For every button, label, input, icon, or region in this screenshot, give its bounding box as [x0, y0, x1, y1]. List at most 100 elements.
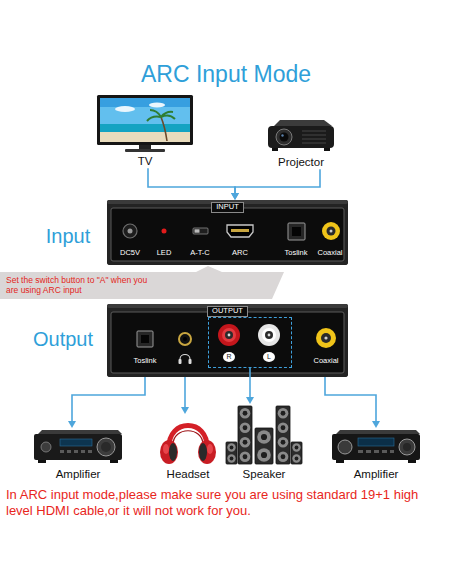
illustration-part — [358, 450, 394, 453]
callout-note: Set the switch button to "A" when you ar… — [0, 266, 286, 300]
illustration-part — [278, 451, 289, 462]
illustration-part — [74, 450, 78, 453]
connector-line — [235, 169, 320, 194]
illustration-part — [101, 442, 111, 452]
illustration-part — [322, 222, 340, 240]
illustration-part — [272, 148, 278, 151]
device-label: TV — [138, 155, 153, 168]
illustration-part — [324, 336, 327, 339]
connector-line — [325, 377, 376, 422]
amp2-illustration — [328, 428, 424, 466]
illustration-part — [60, 450, 92, 453]
illustration-part — [302, 139, 326, 140]
illustration-part — [218, 324, 240, 346]
arrow-head — [68, 421, 76, 428]
port-label: Coaxial — [313, 357, 338, 366]
port-label: Coaxial — [317, 249, 342, 258]
illustration-part — [399, 439, 415, 455]
port-label: A-T-C — [190, 249, 210, 258]
illustration-part — [374, 450, 379, 453]
illustration-part — [60, 450, 64, 453]
illustration-part — [278, 422, 289, 433]
illustration-part — [100, 124, 190, 132]
illustration-part — [161, 117, 167, 141]
connector — [68, 377, 145, 428]
illustration-part — [222, 328, 236, 342]
illustration-part — [97, 95, 193, 145]
diagram-title: ARC Input Mode — [141, 61, 311, 87]
illustration-part — [81, 450, 85, 453]
illustration-part — [408, 460, 416, 463]
connector — [181, 377, 189, 414]
output-panel: OUTPUTRL — [107, 304, 348, 377]
illustration-part — [324, 148, 330, 151]
connector-line — [184, 377, 186, 408]
projector-device: Projector — [262, 118, 340, 169]
illustration-part — [225, 331, 233, 339]
arrow-head — [231, 193, 239, 200]
headset-device: Headset — [158, 414, 218, 481]
illustration-part — [265, 331, 273, 339]
illustration-part — [276, 129, 292, 145]
caption-note: In ARC input mode,please make sure you a… — [6, 487, 448, 520]
illustration-part — [198, 440, 216, 464]
illustration-part — [230, 457, 234, 461]
illustration-part — [281, 425, 286, 430]
device-label: Headset — [167, 468, 210, 481]
illustration-part — [327, 227, 336, 236]
input-panel: INPUT — [107, 200, 348, 265]
device-label: Amplifier — [56, 468, 101, 481]
port-label: DC5V — [120, 249, 140, 258]
illustration-part — [173, 431, 203, 445]
illustration-part — [230, 446, 234, 450]
arrow-head — [372, 421, 380, 428]
illustration-part — [302, 131, 326, 132]
rca-illustration — [209, 318, 290, 366]
illustration-part — [274, 120, 332, 126]
illustration-part — [336, 460, 344, 463]
illustration-part — [332, 434, 420, 460]
arrow-head — [181, 407, 189, 414]
rca-port-group: RL — [208, 317, 292, 368]
illustration-part — [160, 440, 178, 464]
illustration-part — [141, 335, 149, 343]
illustration-part — [278, 437, 289, 448]
amplifier-device: Amplifier — [30, 428, 126, 481]
illustration-part — [240, 408, 251, 419]
side-heading: Input — [46, 225, 90, 248]
illustration-part — [179, 333, 191, 345]
illustration-part — [38, 460, 46, 463]
illustration-part — [0, 266, 284, 299]
illustration-part — [257, 430, 271, 444]
illustration-part — [115, 106, 135, 112]
illustration-part — [189, 359, 192, 364]
illustration-part — [281, 454, 286, 459]
panel-title: INPUT — [211, 202, 244, 213]
illustration-part — [281, 440, 286, 445]
illustration-part — [100, 98, 190, 124]
illustration-part — [100, 132, 190, 142]
illustration-part — [261, 452, 267, 458]
illustration-part — [243, 440, 248, 445]
illustration-part — [240, 437, 251, 448]
illustration-part — [336, 430, 420, 434]
illustration-part — [403, 443, 411, 451]
spk-illustration — [224, 404, 304, 466]
illustration-part — [330, 230, 333, 233]
illustration-part — [262, 328, 276, 342]
connector-line — [148, 168, 235, 194]
illustration-part — [295, 457, 299, 461]
illustration-part — [231, 229, 249, 232]
illustration-part — [41, 442, 51, 452]
illustration-part — [227, 443, 235, 451]
illustration-part — [358, 438, 394, 446]
illustration-part — [276, 406, 290, 464]
port-label: Toslink — [285, 249, 308, 258]
tv-device: TV — [95, 95, 195, 168]
illustration-part — [60, 439, 92, 446]
panel-title: OUTPUT — [207, 306, 248, 317]
device-label: Amplifier — [354, 468, 399, 481]
illustration-part — [278, 408, 289, 419]
illustration-part — [240, 451, 251, 462]
port-label: ARC — [232, 249, 248, 258]
